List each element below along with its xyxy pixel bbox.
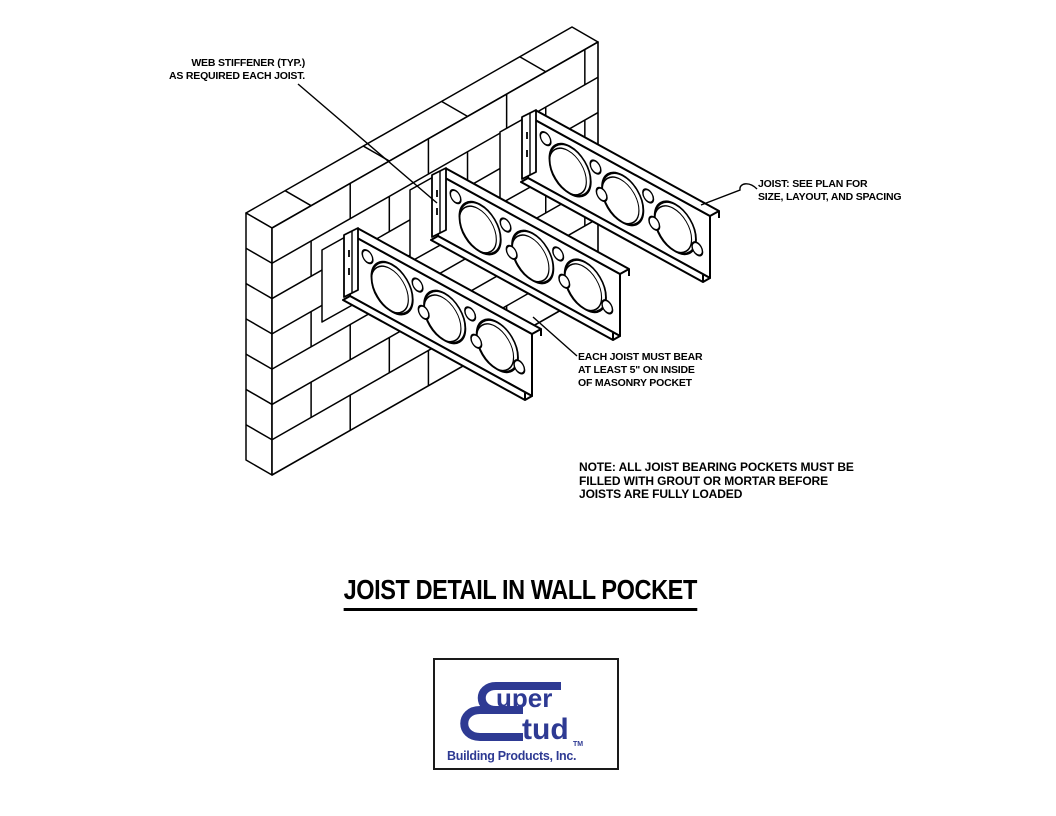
logo-tagline: Building Products, Inc. <box>447 749 576 763</box>
logo-trademark: TM <box>573 741 583 748</box>
label-joist: JOIST: SEE PLAN FOR SIZE, LAYOUT, AND SP… <box>758 178 902 203</box>
leader-bearing <box>532 316 578 357</box>
logo-word-uper: uper <box>496 683 552 713</box>
label-note: NOTE: ALL JOIST BEARING POCKETS MUST BE … <box>579 460 854 501</box>
super-stud-logo: uper tud TM Building Products, Inc. <box>433 658 619 770</box>
leader-lines <box>297 83 758 357</box>
drawing-title: JOIST DETAIL IN WALL POCKET <box>300 574 740 611</box>
joist-3 <box>321 227 542 401</box>
joist-2 <box>409 167 630 341</box>
label-bearing: EACH JOIST MUST BEAR AT LEAST 5" ON INSI… <box>578 351 703 389</box>
leader-web-stiffener <box>297 83 438 204</box>
drawing-title-text: JOIST DETAIL IN WALL POCKET <box>343 574 697 611</box>
leader-joist <box>700 183 758 206</box>
super-stud-logo-art: uper tud TM Building Products, Inc. <box>447 682 583 763</box>
logo-word-tud: tud <box>522 713 569 746</box>
joist-1 <box>499 109 720 283</box>
label-web-stiffener: WEB STIFFENER (TYP.) AS REQUIRED EACH JO… <box>168 57 305 82</box>
logo-s-lower <box>460 706 523 741</box>
isometric-drawing <box>245 26 758 476</box>
